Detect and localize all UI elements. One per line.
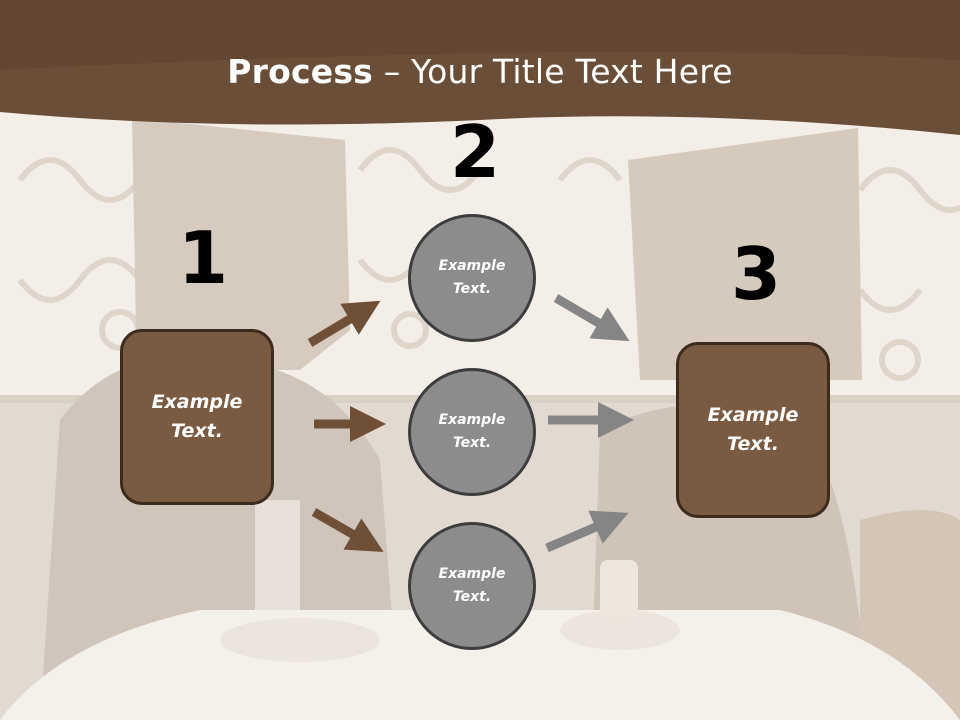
circle-top-line1: Example	[438, 258, 506, 274]
circle-bottom-line2: Text.	[452, 589, 492, 605]
box-left-line2: Text.	[171, 420, 223, 442]
slide-title: Process – Your Title Text Here	[0, 52, 960, 91]
title-bold: Process	[227, 52, 374, 91]
circle-middle-line1: Example	[438, 412, 506, 428]
step-number-1: 1	[178, 216, 229, 300]
circle-top-line2: Text.	[452, 281, 492, 297]
box-right-line1: Example	[707, 404, 799, 426]
title-rest: – Your Title Text Here	[373, 52, 733, 91]
circle-bottom-line1: Example	[438, 566, 506, 582]
box-right-line2: Text.	[727, 433, 779, 455]
circle-middle-line2: Text.	[452, 435, 492, 451]
step-number-3: 3	[731, 232, 782, 316]
box-left-line1: Example	[151, 391, 243, 413]
step-number-2: 2	[450, 110, 501, 194]
